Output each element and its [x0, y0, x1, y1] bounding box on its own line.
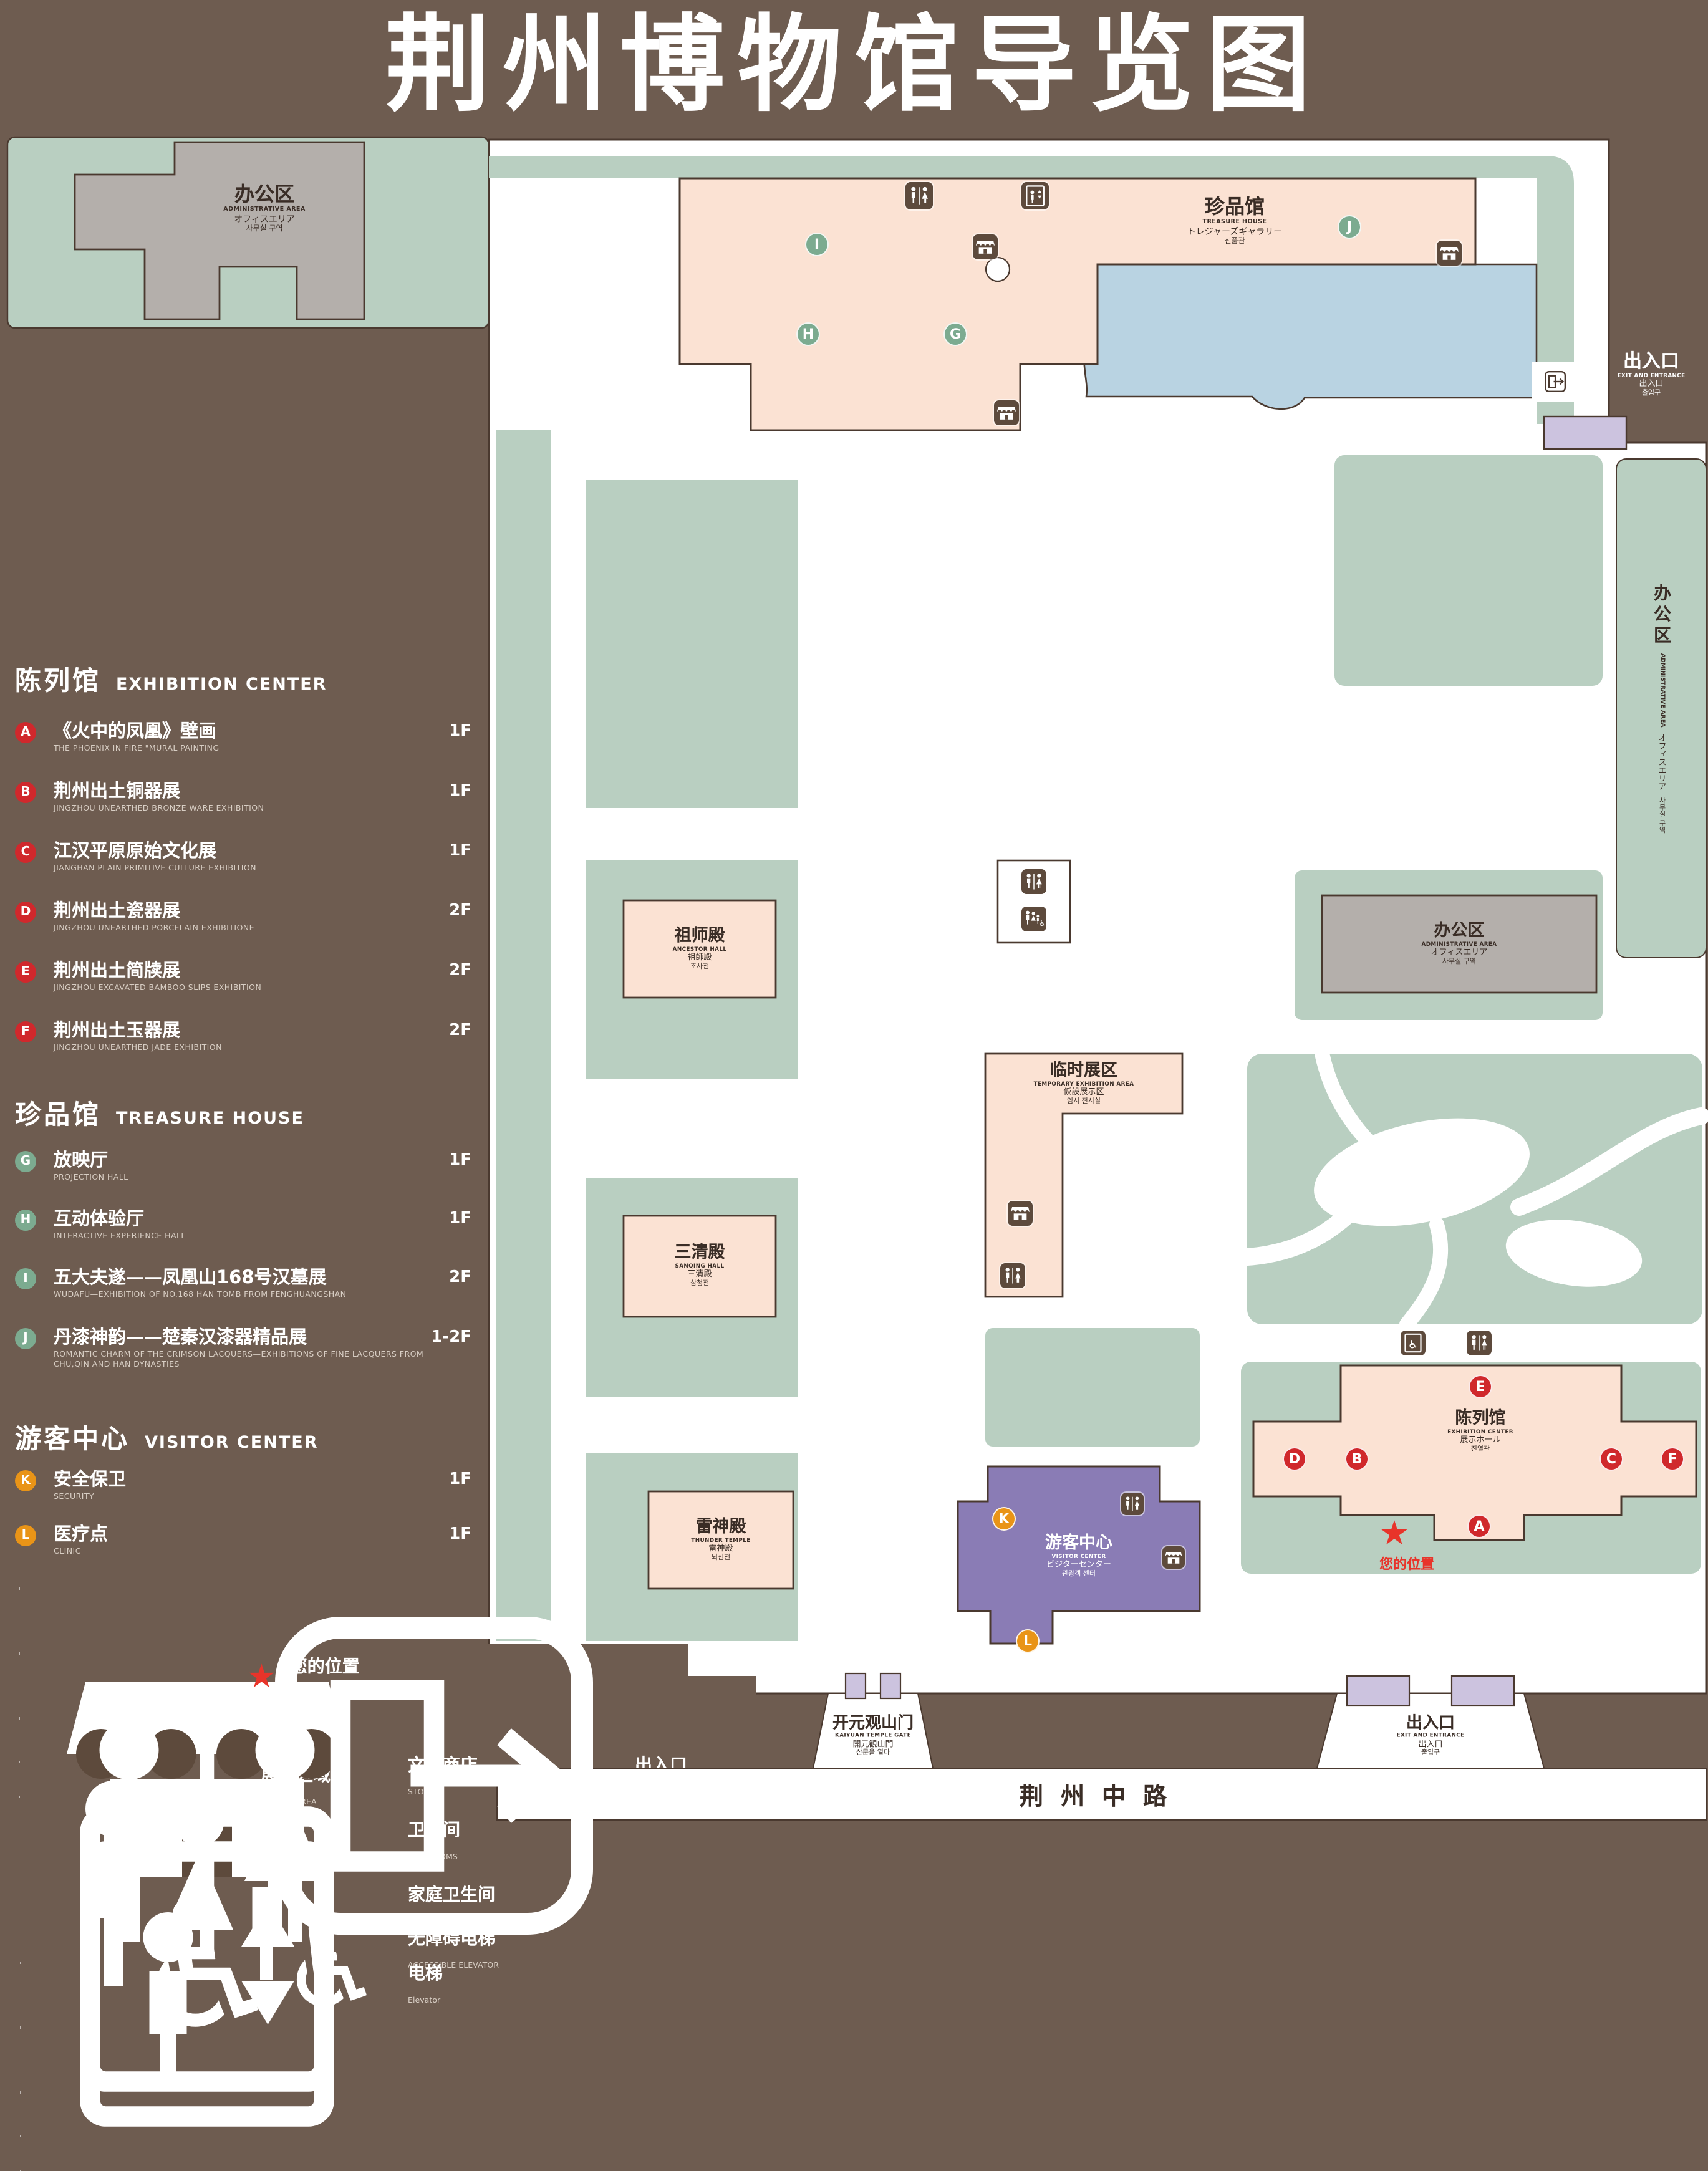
- road: 荆州中路: [496, 1768, 1707, 1821]
- map-marker-k: K: [992, 1507, 1016, 1531]
- legend-item-c: C 江汉平原原始文化展 JIANGHAN PLAIN PRIMITIVE CUL…: [15, 840, 479, 874]
- location-star-icon: ★: [247, 1658, 276, 1696]
- store-icon: [973, 234, 998, 259]
- legend-item-l: L 医疗点 CLINIC 1F: [15, 1524, 479, 1557]
- accessible-elevator-icon: [1401, 1331, 1426, 1355]
- campus-map: [6, 136, 1708, 1769]
- legend-item-d: D 荆州出土瓷器展 JINGZHOU UNEARTHED PORCELAIN E…: [15, 900, 479, 934]
- legend-item-a: A 《火中的凤凰》壁画 THE PHOENIX IN FIRE "MURAL P…: [15, 721, 479, 754]
- thunder-temple-label: 雷神殿 THUNDER TEMPLE 雷神殿 뇌신전: [691, 1516, 751, 1562]
- legend-section-exhibition-center: 陈列馆 EXHIBITION CENTER: [15, 666, 327, 696]
- map-marker-g: G: [943, 322, 967, 346]
- legend-item-j: J 丹漆神韵——楚秦汉漆器精品展 ROMANTIC CHARM OF THE C…: [15, 1327, 479, 1370]
- map-marker-e: E: [1469, 1375, 1492, 1398]
- map-marker-a: A: [1467, 1514, 1491, 1538]
- exit-south-label: 出入口 EXIT AND ENTRANCE 出入口 출입구: [1396, 1714, 1465, 1757]
- admin-nw-label: 办公区 ADMINISTRATIVE AREA オフィスエリア 사무실 구역: [223, 182, 306, 233]
- map-marker-j: J: [1338, 215, 1361, 239]
- store-icon: [994, 400, 1019, 425]
- exit-east-label: 出入口 EXIT AND ENTRANCE 出入口 출입구: [1617, 349, 1686, 397]
- ancestor-hall-label: 祖师殿 ANCESTOR HALL 祖師殿 조사전: [672, 925, 727, 971]
- map-marker-b: B: [1345, 1447, 1369, 1471]
- map-marker-l: L: [1016, 1629, 1040, 1653]
- visitor-center-label: 游客中心 VISITOR CENTER ビジターセンター 관광객 센터: [1045, 1533, 1112, 1578]
- store-icon: [1008, 1201, 1033, 1226]
- temporary-exhibition-label: 临时展区 TEMPORARY EXHIBITION AREA 仮設展示区 임시 …: [1033, 1060, 1134, 1105]
- restroom-icon: [1000, 1263, 1025, 1288]
- kaiyuan-gate-label: 开元观山门 KAIYUAN TEMPLE GATE 開元観山門 산문을 열다: [832, 1714, 914, 1757]
- store-icon: [1437, 241, 1462, 266]
- map-marker-d: D: [1283, 1447, 1306, 1471]
- legend-item-k: K 安全保卫 SECURITY 1F: [15, 1469, 479, 1503]
- legend-item-g: G 放映厅 PROJECTION HALL 1F: [15, 1150, 479, 1183]
- map-marker-h: H: [796, 322, 820, 346]
- admin-mid-label: 办公区 ADMINISTRATIVE AREA オフィスエリア 사무실 구역: [1421, 920, 1497, 966]
- your-location-star-icon: ★: [1379, 1514, 1410, 1553]
- restroom-icon: [1467, 1331, 1492, 1355]
- elevator-icon: [1021, 182, 1049, 209]
- restroom-icon: [905, 182, 933, 209]
- admin-east-label: 办公区 ADMINISTRATIVE AREA オフィスエリア 사무실 구역: [1651, 583, 1671, 834]
- map-marker-f: F: [1661, 1447, 1684, 1471]
- road-name: 荆州中路: [1019, 1783, 1184, 1810]
- legend-item-f: F 荆州出土玉器展 JINGZHOU UNEARTHED JADE EXHIBI…: [15, 1020, 479, 1054]
- restroom-icon: [1021, 869, 1046, 894]
- store-icon: [1162, 1546, 1185, 1569]
- elevator-icon: [20, 1797, 394, 2171]
- guide-map-page: 荆州博物馆导览图 GUIDE MAP OF JINGZHOU MUSEUM: [6, 4, 1708, 2171]
- restroom-icon: [1121, 1493, 1144, 1515]
- legend-section-treasure-house: 珍品馆 TREASURE HOUSE: [15, 1100, 304, 1130]
- map-marker-i: I: [805, 233, 829, 256]
- legend-item-i: I 五大夫遂——凤凰山168号汉墓展 WUDAFU—EXHIBITION OF …: [15, 1267, 479, 1301]
- legend-item-e: E 荆州出土简牍展 JINGZHOU EXCAVATED BAMBOO SLIP…: [15, 960, 479, 994]
- map-marker-c: C: [1599, 1447, 1623, 1471]
- page-title: 荆州博物馆导览图: [385, 4, 1323, 126]
- legend-item-h: H 互动体验厅 INTERACTIVE EXPERIENCE HALL 1F: [15, 1208, 479, 1242]
- sanqing-hall-label: 三清殿 SANQING HALL 三清殿 삼청전: [674, 1242, 725, 1288]
- exhibition-center-label: 陈列馆 EXHIBITION CENTER 展示ホール 진열관: [1447, 1408, 1513, 1453]
- legend-item-b: B 荆州出土铜器展 JINGZHOU UNEARTHED BRONZE WARE…: [15, 781, 479, 814]
- your-location-label: 您的位置: [1379, 1556, 1434, 1572]
- exit-icon: [1543, 369, 1568, 394]
- legend-section-visitor-center: 游客中心 VISITOR CENTER: [15, 1424, 319, 1454]
- family-restroom-icon: [1021, 907, 1046, 931]
- treasure-house-label: 珍品馆 TREASURE HOUSE トレジャーズギャラリー 진품관: [1187, 195, 1283, 246]
